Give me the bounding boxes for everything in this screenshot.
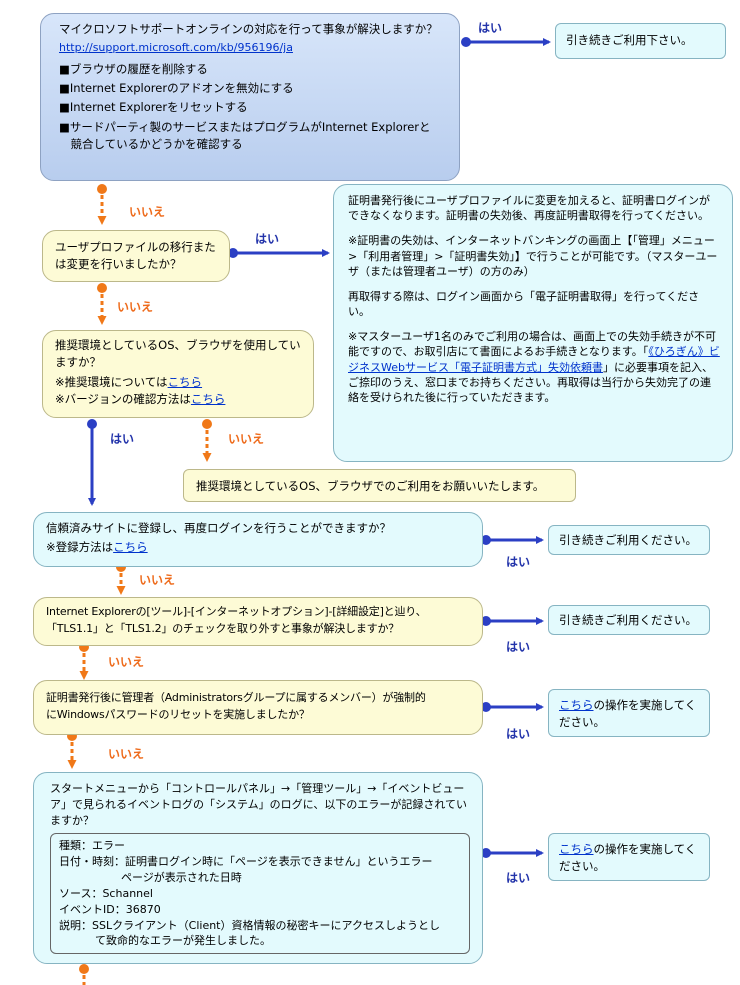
info-p1: 証明書発行後にユーザプロファイルに変更を加えると、証明書ログインができなくなりま… (348, 194, 711, 223)
support-link[interactable]: http://support.microsoft.com/kb/956196/j… (59, 41, 293, 55)
question-5-line2: 「TLS1.1」と「TLS1.2」のチェックを取り外すと事象が解決しますか？ (46, 621, 400, 635)
question-box-1: マイクロソフトサポートオンラインの対応を行って事象が解決しますか？ http:/… (40, 13, 460, 181)
yes-label-1: はい (478, 21, 503, 35)
yes-label-5: はい (506, 640, 531, 654)
no-label-3: いいえ (228, 432, 265, 446)
version-check-link[interactable]: こちら (190, 391, 226, 406)
answer-box-3: 推奨環境としているOS、ブラウザでのご利用をお願いいたします。 (183, 469, 576, 502)
question-6-line1: 証明書発行後に管理者（Administratorsグループに属するメンバー）が強… (46, 691, 426, 704)
question-7-text: スタートメニューから「コントロールパネル」→「管理ツール」→「イベントビューア」… (50, 782, 468, 827)
no-dot-3 (202, 419, 212, 429)
yes-label-7: はい (506, 871, 531, 885)
question-1-text: マイクロソフトサポートオンラインの対応を行って事象が解決しますか？ (59, 22, 438, 36)
revocation-form-link[interactable]: 《ひろぎん》ビジネスWebサービス「電子証明書方式」失効依頼書 (348, 345, 720, 374)
error-description: 説明：SSLクライアント（Client）資格情報の秘密キーにアクセスしようとし (59, 918, 440, 932)
info-p4: ※マスターユーザ1名のみでご利用の場合は、画面上での失効手続きが不可能ですので、… (348, 329, 720, 405)
error-datetime: 日付・時刻：証明書ログイン時に「ページを表示できません」というエラー (59, 854, 433, 868)
error-type: 種類：エラー (59, 838, 125, 852)
item-2: ■Internet Explorerのアドオンを無効にする (59, 81, 294, 95)
note-recommended: ※推奨環境についてはこちら (55, 374, 301, 391)
item-4: ■サードパーティ製のサービスまたはプログラムがInternet Explorer… (59, 119, 431, 134)
info-p3: 再取得する際は、ログイン画面から「電子証明書取得」を行ってください。 (348, 289, 700, 319)
no-label-2: いいえ (117, 300, 154, 314)
note-register-text: ※登録方法は (46, 540, 114, 555)
note-version: ※バージョンの確認方法はこちら (55, 391, 301, 408)
note-recommended-text: ※推奨環境については (55, 374, 168, 389)
yes-label-6: はい (506, 727, 531, 741)
info-p4-a: ※マスターユーザ1名のみでご利用の場合は、画面上での失効手続きが不可能ですので、… (348, 330, 716, 359)
question-box-6: 証明書発行後に管理者（Administratorsグループに属するメンバー）が強… (33, 680, 483, 735)
no-label-4: いいえ (139, 573, 176, 587)
answer-box-6: こちらの操作を実施してください。 (548, 689, 710, 737)
info-box: 証明書発行後にユーザプロファイルに変更を加えると、証明書ログインができなくなりま… (333, 184, 733, 462)
no-dot-1 (97, 184, 107, 194)
item-4-cont: 競合しているかどうかを確認する (59, 136, 243, 151)
question-box-3: 推奨環境としているOS、ブラウザを使用していますか？ ※推奨環境についてはこちら… (42, 330, 314, 418)
answer-box-5: 引き続きご利用ください。 (548, 605, 710, 635)
no-dot-2 (97, 283, 107, 293)
register-method-link[interactable]: こちら (113, 540, 148, 555)
question-box-7: スタートメニューから「コントロールパネル」→「管理ツール」→「イベントビューア」… (33, 772, 483, 964)
recommended-env-link[interactable]: こちら (167, 374, 203, 389)
error-datetime-cont: ページが表示された日時 (121, 870, 242, 884)
answer-6-text: の操作を実施してください。 (559, 698, 697, 730)
answer-7-text: の操作を実施してください。 (559, 842, 697, 874)
no-label-6: いいえ (108, 747, 145, 761)
yes-label-3: はい (110, 432, 135, 446)
question-box-2: ユーザプロファイルの移行または変更を行いましたか？ (42, 230, 230, 282)
item-1: ■ブラウザの履歴を削除する (59, 61, 208, 76)
question-5-line1: Internet Explorerの[ツール]-[インターネットオプション]-[… (46, 605, 427, 618)
no-label-1: いいえ (129, 205, 166, 219)
error-source: ソース：Schannel (59, 886, 153, 900)
info-p2: ※証明書の失効は、インターネットバンキングの画面上【「管理」メニュー>「利用者管… (348, 234, 718, 278)
question-4-text: 信頼済みサイトに登録し、再度ログインを行うことができますか？ (46, 521, 391, 535)
note-version-text: ※バージョンの確認方法は (55, 391, 191, 406)
error-event-id: イベントID：36870 (59, 902, 161, 916)
note-register: ※登録方法はこちら (46, 539, 470, 556)
answer-box-7: こちらの操作を実施してください。 (548, 833, 710, 881)
question-6-line2: にWindowsパスワードのリセットを実施しましたか？ (46, 707, 310, 721)
answer-box-4: 引き続きご利用ください。 (548, 525, 710, 555)
no-label-5: いいえ (108, 655, 145, 669)
question-3-text: 推奨環境としているOS、ブラウザを使用していますか？ (55, 338, 301, 370)
answer-box-1: 引き続きご利用下さい。 (555, 23, 726, 59)
no-dot-7 (79, 964, 89, 974)
yes-label-4: はい (506, 555, 531, 569)
yes-label-2: はい (255, 232, 280, 246)
question-box-5: Internet Explorerの[ツール]-[インターネットオプション]-[… (33, 597, 483, 646)
error-details: 種類：エラー 日付・時刻：証明書ログイン時に「ページを表示できません」というエラ… (50, 832, 470, 955)
info-p4-b: 」に必要事項を記入、ご捺印のうえ、窓口までお持ちください。再取得は当行から失効完… (348, 360, 713, 404)
answer-6-link[interactable]: こちら (559, 698, 594, 712)
error-description-cont: て致命的なエラーが発生しました。 (95, 934, 271, 948)
answer-7-link[interactable]: こちら (559, 842, 594, 856)
question-box-4: 信頼済みサイトに登録し、再度ログインを行うことができますか？ ※登録方法はこちら (33, 512, 483, 567)
item-3: ■Internet Explorerをリセットする (59, 100, 248, 115)
